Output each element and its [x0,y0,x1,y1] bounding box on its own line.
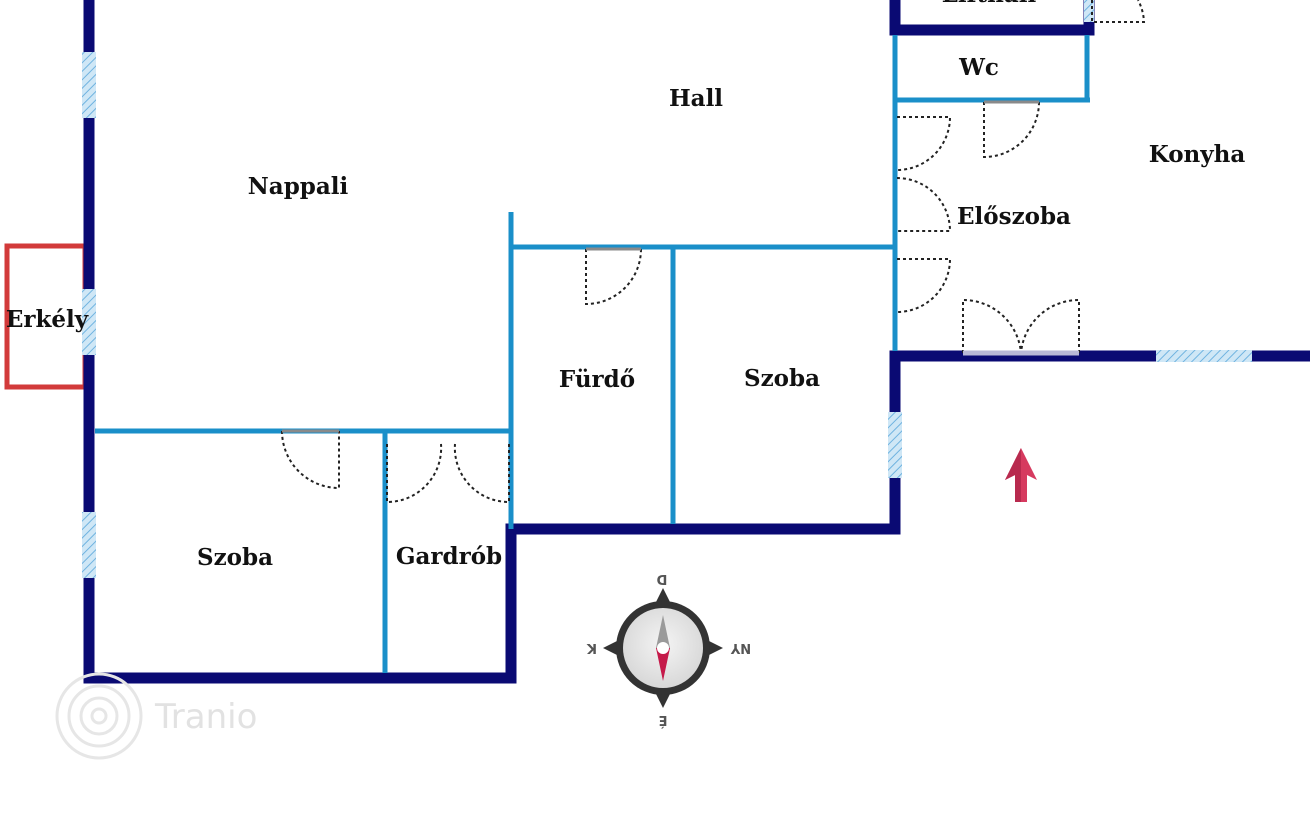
door-entrance-left [962,298,1022,354]
room-label-szoba-left: Szoba [197,544,273,571]
tranio-logo-icon [55,672,143,760]
window [82,289,96,355]
compass-letter-north: D [656,571,667,586]
windows [82,0,1252,578]
door-leaves [282,100,1079,433]
compass-letter-south: É [659,712,668,728]
room-label-furdo: Fürdő [559,366,635,393]
door-nappali-szoba [281,430,340,490]
door-lift [1091,0,1146,23]
compass-letter-west: K [586,640,597,655]
watermark-text: Tranio [154,697,257,737]
door-swings [281,0,1146,504]
room-label-erkely: Erkély [6,306,89,333]
room-label-eloszoba: Előszoba [957,203,1071,230]
window [1084,0,1094,22]
room-label-konyha: Konyha [1149,141,1246,168]
door-eloszoba-2 [896,177,952,232]
window [82,512,96,578]
door-eloszoba-1 [896,116,952,171]
compass-rose-icon [603,588,723,708]
door-gardrob-left [386,443,443,504]
room-label-nappali: Nappali [248,173,349,200]
door-wc [983,101,1040,159]
room-label-gardrob: Gardrób [396,543,502,570]
entrance-arrow-icon [1005,448,1037,502]
door-entrance-right [1020,298,1080,354]
window [1156,350,1252,362]
window [888,412,902,478]
room-label-hall: Hall [669,85,723,112]
inner-walls [95,35,1090,673]
door-gardrob-right [453,443,510,504]
door-eloszoba-3 [896,258,952,313]
compass-letter-east: NY [730,640,751,655]
door-furdo [585,248,642,306]
room-label-wc: Wc [958,54,999,81]
room-label-szoba-middle: Szoba [744,365,820,392]
window [82,52,96,118]
room-label-liftlobby: Lifthall [942,0,1037,8]
